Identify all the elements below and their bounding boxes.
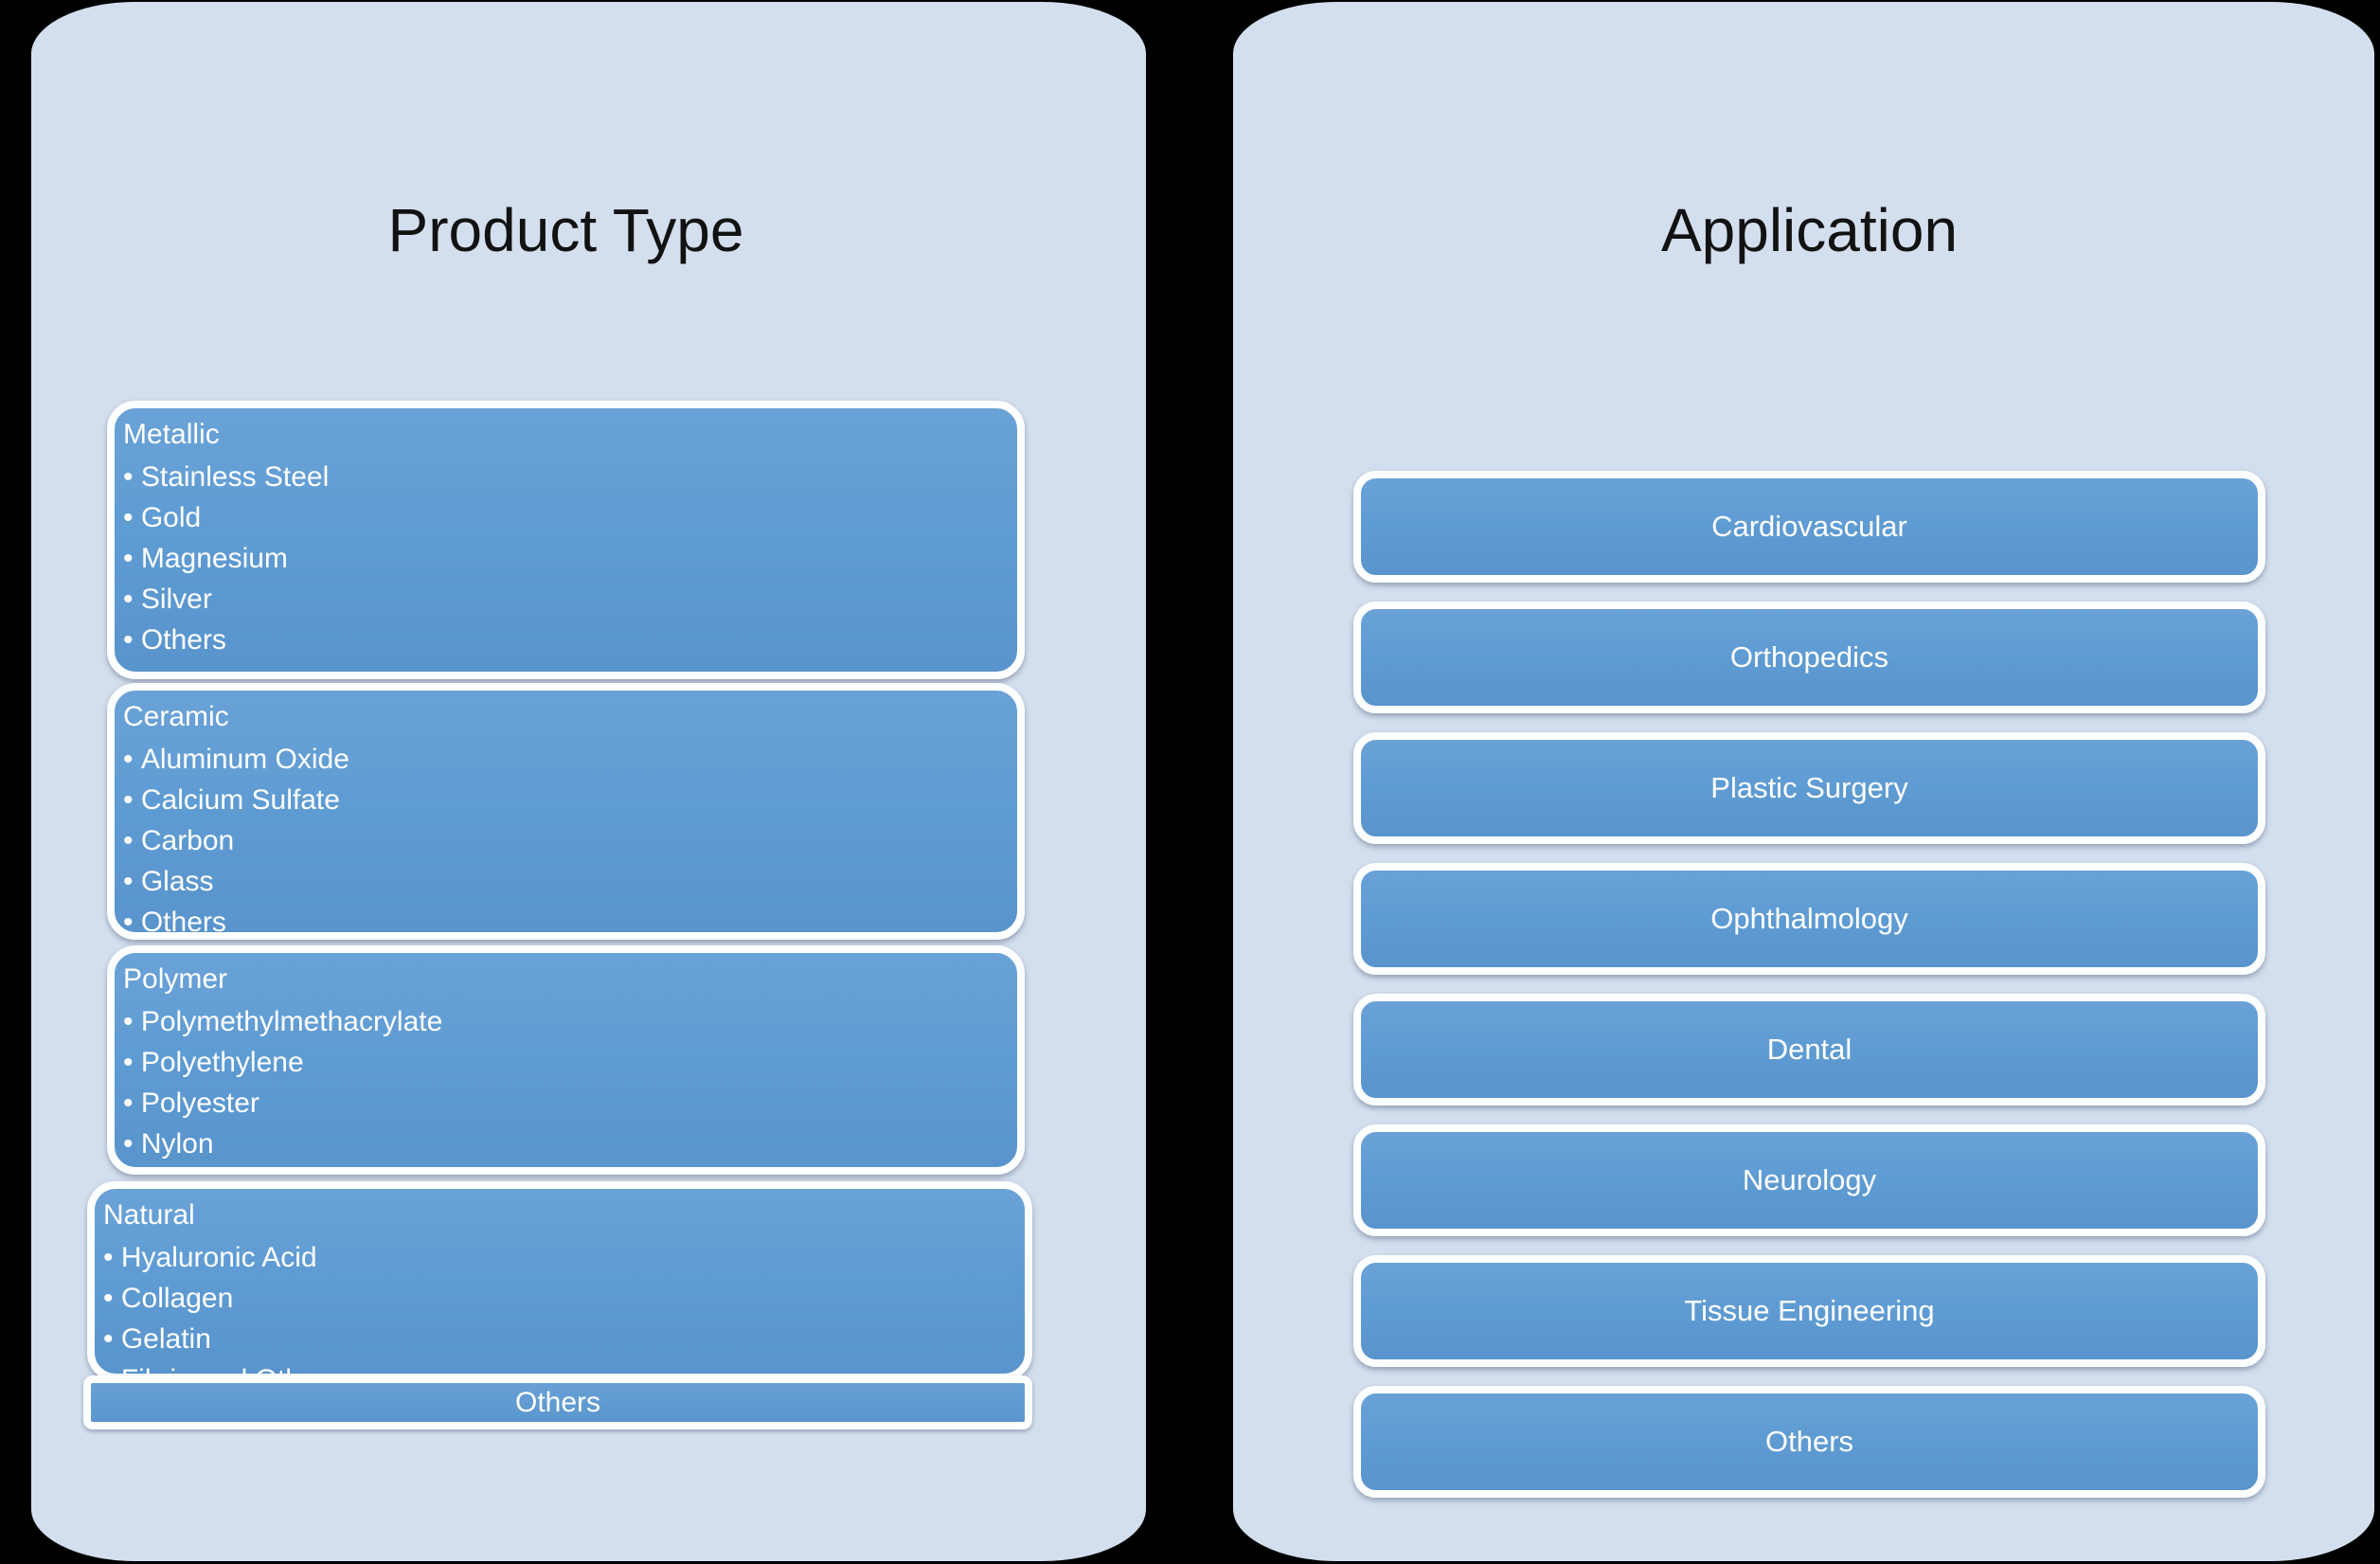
product-type-panel: Product Type Metallic Stainless Steel Go…	[31, 2, 1146, 1561]
app-box-cardiovascular: Cardiovascular	[1353, 471, 2265, 583]
product-type-others-bar: Others	[83, 1375, 1032, 1429]
app-box-ophthalmology: Ophthalmology	[1353, 863, 2265, 975]
category-box-polymer: Polymer Polymethylmethacrylate Polyethyl…	[107, 945, 1025, 1175]
bullet-item: Collagen	[103, 1278, 1013, 1319]
bullet-item: Aluminum Oxide	[123, 739, 1006, 780]
bullet-item: Gelatin	[103, 1319, 1013, 1359]
product-type-title: Product Type	[387, 196, 744, 264]
category-title-ceramic: Ceramic	[123, 701, 229, 732]
category-title-metallic: Metallic	[123, 419, 220, 450]
bullet-item: Polyester	[123, 1083, 1006, 1124]
category-box-metallic: Metallic Stainless Steel Gold Magnesium …	[107, 401, 1025, 679]
category-box-content: Ceramic Aluminum Oxide Calcium Sulfate C…	[115, 691, 1017, 932]
bullet-item: Others	[123, 620, 1006, 660]
category-title-natural: Natural	[103, 1199, 195, 1231]
bullet-item: Others	[123, 1164, 1006, 1167]
bullet-item: Silver	[123, 579, 1006, 620]
bullet-item: Fibrin and Others	[103, 1359, 1013, 1374]
application-title: Application	[1660, 196, 1959, 264]
bullet-item: Gold	[123, 497, 1006, 538]
category-title-polymer: Polymer	[123, 963, 228, 995]
bullet-item: Stainless Steel	[123, 457, 1006, 497]
app-box-neurology: Neurology	[1353, 1124, 2265, 1236]
bullet-item: Glass	[123, 861, 1006, 902]
app-box-orthopedics: Orthopedics	[1353, 602, 2265, 713]
bullet-item: Polyethylene	[123, 1042, 1006, 1083]
bullet-item: Polymethylmethacrylate	[123, 1001, 1006, 1042]
application-panel: Application Cardiovascular Orthopedics P…	[1233, 2, 2374, 1561]
bullet-item: Calcium Sulfate	[123, 780, 1006, 820]
category-box-ceramic: Ceramic Aluminum Oxide Calcium Sulfate C…	[107, 683, 1025, 940]
app-box-others: Others	[1353, 1386, 2265, 1498]
bullet-item: Hyaluronic Acid	[103, 1237, 1013, 1278]
category-box-content: Natural Hyaluronic Acid Collagen Gelatin…	[95, 1189, 1025, 1374]
category-box-content: Metallic Stainless Steel Gold Magnesium …	[115, 408, 1017, 660]
app-box-tissue-engineering: Tissue Engineering	[1353, 1255, 2265, 1367]
bullet-item: Carbon	[123, 820, 1006, 861]
app-box-dental: Dental	[1353, 994, 2265, 1106]
bullet-item: Magnesium	[123, 538, 1006, 579]
others-bar-label: Others	[514, 1386, 601, 1418]
bullet-item: Others	[123, 902, 1006, 932]
bullet-item: Nylon	[123, 1124, 1006, 1164]
category-box-natural: Natural Hyaluronic Acid Collagen Gelatin…	[87, 1181, 1032, 1381]
category-box-content: Polymer Polymethylmethacrylate Polyethyl…	[115, 953, 1017, 1167]
app-box-plastic-surgery: Plastic Surgery	[1353, 732, 2265, 844]
